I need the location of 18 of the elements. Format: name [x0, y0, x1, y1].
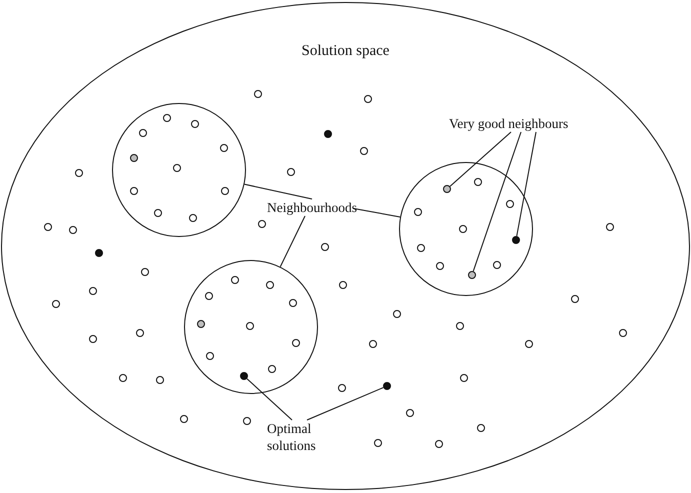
solution-dot [468, 271, 476, 279]
neighbourhood-circle [112, 103, 246, 237]
leader-line [244, 184, 312, 200]
neighbourhood-circle [184, 260, 318, 394]
solution-dot [512, 236, 520, 244]
leader-line [472, 132, 522, 272]
neighbourhood-circle [399, 162, 533, 296]
leader-line [280, 216, 306, 268]
leader-line [246, 378, 292, 420]
leader-line [516, 132, 536, 237]
callout-label: Optimal solutions [267, 420, 327, 454]
region-label: Solution space [300, 43, 390, 60]
leader-line [449, 132, 512, 187]
leader-line [306, 387, 384, 420]
callout-label: Very good neighbours [449, 115, 594, 132]
solution-dot [443, 185, 451, 193]
solution-dot [240, 372, 248, 380]
solution-dot [383, 382, 391, 390]
